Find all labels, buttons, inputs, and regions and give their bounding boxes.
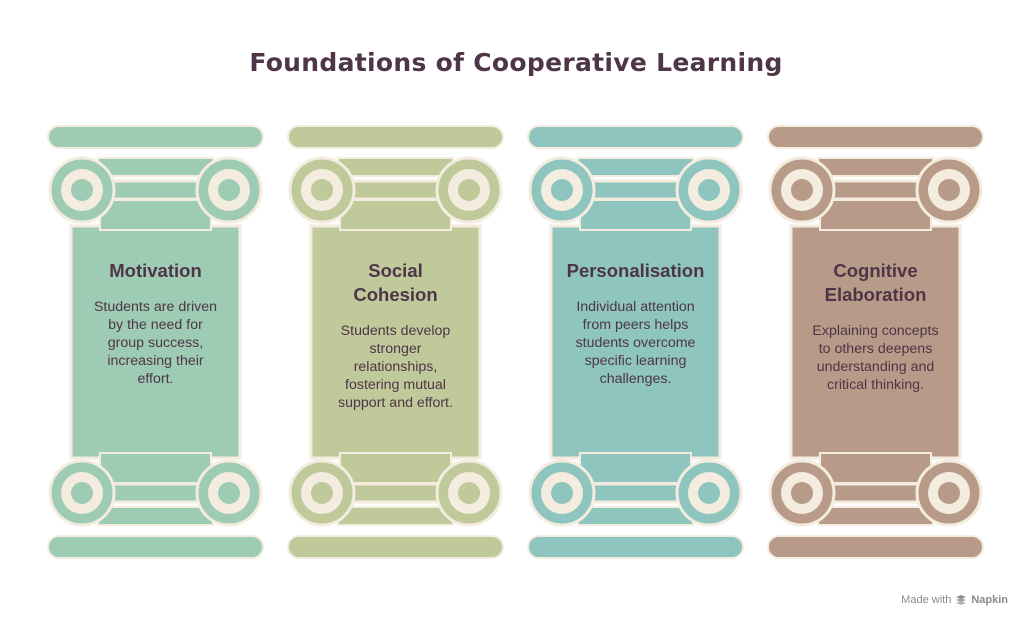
bottom-capital-volute-left-core bbox=[311, 482, 333, 504]
pillar-base-slab bbox=[287, 535, 504, 559]
bottom-capital-volute-right-core bbox=[458, 482, 480, 504]
pillar-description-line: understanding and bbox=[817, 359, 935, 375]
pillar-description-line: Individual attention bbox=[576, 299, 694, 315]
pillar-description-line: group success, bbox=[108, 335, 203, 351]
top-capital-volute-right-core bbox=[698, 179, 720, 201]
made-with-label: Made with bbox=[901, 594, 952, 606]
top-capital-neck bbox=[339, 199, 452, 231]
bottom-capital-neck bbox=[819, 452, 932, 484]
top-capital-band bbox=[97, 157, 214, 177]
bottom-capital-neck bbox=[579, 452, 692, 484]
pillar-description-line: Explaining concepts bbox=[812, 323, 938, 339]
pillar-title: Motivation bbox=[109, 260, 202, 281]
top-capital-volute-left-core bbox=[551, 179, 573, 201]
top-capital-band bbox=[817, 157, 934, 177]
pillar-description-line: fostering mutual bbox=[345, 377, 446, 393]
pillar-description-line: critical thinking. bbox=[827, 377, 924, 393]
pillar-base-slab bbox=[767, 535, 984, 559]
pillar-base-slab bbox=[47, 535, 264, 559]
pillar-title: Personalisation bbox=[567, 260, 705, 281]
bottom-capital-volute-right-core bbox=[938, 482, 960, 504]
napkin-watermark: Made with Napkin bbox=[901, 594, 1008, 606]
bottom-capital-band bbox=[97, 506, 214, 526]
bottom-capital-volute-left-core bbox=[71, 482, 93, 504]
bottom-capital-neck bbox=[99, 452, 212, 484]
pillar-top-slab bbox=[47, 125, 264, 149]
top-capital-volute-right-core bbox=[458, 179, 480, 201]
bottom-capital-band bbox=[577, 506, 694, 526]
pillar-description-line: Students are driven bbox=[94, 299, 217, 315]
pillar-description-line: support and effort. bbox=[338, 395, 453, 411]
pillar-description-line: relationships, bbox=[354, 359, 438, 375]
pillar-description-line: students overcome bbox=[576, 335, 696, 351]
top-capital-neck bbox=[819, 199, 932, 231]
top-capital-volute-left-core bbox=[311, 179, 333, 201]
bottom-capital-volute-left-core bbox=[791, 482, 813, 504]
pillar-title: Elaboration bbox=[825, 284, 927, 305]
pillar-description-line: specific learning bbox=[585, 353, 687, 369]
top-capital-volute-right-core bbox=[938, 179, 960, 201]
top-capital-volute-right-core bbox=[218, 179, 240, 201]
bottom-capital-volute-right-core bbox=[698, 482, 720, 504]
pillar-shaft bbox=[309, 224, 482, 460]
pillar-title: Social bbox=[368, 260, 423, 281]
bottom-capital-neck bbox=[339, 452, 452, 484]
top-capital-band bbox=[337, 157, 454, 177]
pillar-top-slab bbox=[287, 125, 504, 149]
top-capital-neck bbox=[579, 199, 692, 231]
pillar-top-slab bbox=[527, 125, 744, 149]
pillar-description-line: challenges. bbox=[600, 371, 672, 387]
napkin-logo-icon bbox=[956, 595, 967, 605]
top-capital-band bbox=[577, 157, 694, 177]
pillar-base-slab bbox=[527, 535, 744, 559]
top-capital-volute-left-core bbox=[791, 179, 813, 201]
bottom-capital-band bbox=[817, 506, 934, 526]
napkin-brand-label: Napkin bbox=[971, 594, 1008, 606]
pillar-shaft bbox=[69, 224, 242, 460]
pillar-description-line: effort. bbox=[137, 371, 173, 387]
pillar-description-line: from peers helps bbox=[583, 317, 689, 333]
pillar-description-line: Students develop bbox=[341, 323, 451, 339]
pillar-title: Cognitive bbox=[833, 260, 917, 281]
pillar-description-line: to others deepens bbox=[819, 341, 933, 357]
top-capital-neck bbox=[99, 199, 212, 231]
top-capital-volute-left-core bbox=[71, 179, 93, 201]
pillar-title: Cohesion bbox=[353, 284, 437, 305]
bottom-capital-volute-right-core bbox=[218, 482, 240, 504]
pillar-description-line: stronger bbox=[369, 341, 421, 357]
pillar-description-line: increasing their bbox=[107, 353, 203, 369]
pillar-description-line: by the need for bbox=[108, 317, 203, 333]
diagram-title: Foundations of Cooperative Learning bbox=[249, 48, 783, 77]
bottom-capital-volute-left-core bbox=[551, 482, 573, 504]
pillar-shaft bbox=[789, 224, 962, 460]
pillar-shaft bbox=[549, 224, 722, 460]
bottom-capital-band bbox=[337, 506, 454, 526]
pillar-top-slab bbox=[767, 125, 984, 149]
